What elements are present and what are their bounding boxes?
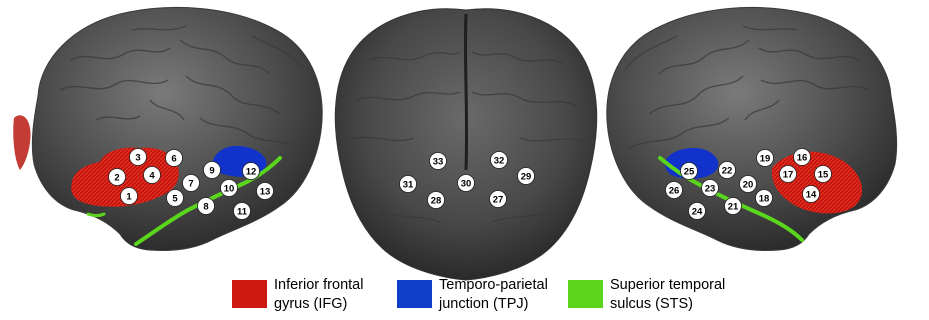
electrode-marker-26: 26 [666, 182, 683, 199]
electrode-marker-16: 16 [794, 149, 811, 166]
frontal-view: 27 28 29 30 31 32 33 [335, 9, 596, 280]
electrode-marker-33: 33 [430, 153, 447, 170]
electrode-label: 13 [260, 186, 271, 197]
electrode-marker-5: 5 [167, 190, 184, 207]
electrode-marker-14: 14 [803, 186, 820, 203]
electrode-marker-1: 1 [121, 188, 138, 205]
electrode-label: 21 [728, 201, 739, 212]
electrode-label: 24 [692, 206, 703, 217]
electrode-marker-11: 11 [234, 203, 251, 220]
electrode-marker-15: 15 [815, 166, 832, 183]
electrode-marker-19: 19 [757, 150, 774, 167]
electrode-label: 10 [224, 183, 235, 194]
electrode-marker-6: 6 [166, 150, 183, 167]
electrode-marker-2: 2 [109, 169, 126, 186]
right-brain-silhouette [607, 7, 897, 250]
electrode-marker-3: 3 [130, 149, 147, 166]
legend-swatch-sts [568, 280, 603, 308]
electrode-marker-17: 17 [780, 166, 797, 183]
electrode-label: 15 [818, 169, 829, 180]
electrode-marker-30: 30 [458, 175, 475, 192]
electrode-marker-13: 13 [257, 183, 274, 200]
electrode-marker-25: 25 [681, 163, 698, 180]
electrode-marker-28: 28 [428, 192, 445, 209]
electrode-label: 20 [743, 179, 754, 190]
electrode-label: 11 [237, 206, 248, 217]
electrode-label: 30 [461, 178, 472, 189]
electrode-marker-8: 8 [198, 198, 215, 215]
electrode-label: 22 [722, 165, 733, 176]
electrode-marker-27: 27 [490, 191, 507, 208]
electrode-label: 7 [188, 178, 193, 189]
legend-sts-line1: Superior temporal [610, 277, 725, 293]
legend-tpj-line2: junction (TPJ) [439, 296, 528, 312]
legend-label-tpj: Temporo-parietal junction (TPJ) [439, 276, 579, 314]
electrode-label: 5 [172, 193, 178, 204]
electrode-label: 29 [521, 171, 532, 182]
legend-tpj-line1: Temporo-parietal [439, 277, 548, 293]
electrode-label: 19 [760, 153, 771, 164]
electrode-label: 1 [126, 191, 132, 202]
electrode-label: 31 [403, 179, 414, 190]
electrode-label: 14 [806, 189, 817, 200]
electrode-label: 33 [433, 156, 444, 167]
electrode-marker-7: 7 [183, 175, 200, 192]
legend-label-sts: Superior temporal sulcus (STS) [610, 276, 750, 314]
electrode-marker-20: 20 [740, 176, 757, 193]
electrode-marker-21: 21 [725, 198, 742, 215]
electrode-marker-32: 32 [491, 152, 508, 169]
electrode-label: 25 [684, 166, 695, 177]
electrode-label: 12 [246, 166, 257, 177]
electrode-marker-9: 9 [204, 162, 221, 179]
electrode-label: 3 [135, 152, 140, 163]
electrode-marker-12: 12 [243, 163, 260, 180]
legend-label-ifg: Inferior frontal gyrus (IFG) [274, 276, 414, 314]
electrode-label: 18 [759, 193, 770, 204]
electrode-label: 9 [209, 165, 214, 176]
electrode-marker-31: 31 [400, 176, 417, 193]
electrode-label: 4 [149, 170, 155, 181]
legend-swatch-ifg [232, 280, 267, 308]
electrode-label: 6 [171, 153, 176, 164]
electrode-label: 28 [431, 195, 442, 206]
electrode-label: 26 [669, 185, 680, 196]
electrode-label: 23 [705, 183, 716, 194]
electrode-label: 2 [114, 172, 119, 183]
electrode-marker-24: 24 [689, 203, 706, 220]
left-sts-tail [88, 214, 104, 216]
frontal-fissure [465, 14, 466, 170]
electrode-label: 32 [494, 155, 505, 166]
electrode-marker-18: 18 [756, 190, 773, 207]
electrode-label: 8 [203, 201, 208, 212]
legend-ifg-line1: Inferior frontal [274, 277, 363, 293]
electrode-label: 17 [783, 169, 794, 180]
electrode-marker-23: 23 [702, 180, 719, 197]
electrode-label: 27 [493, 194, 504, 205]
legend-ifg-line2: gyrus (IFG) [274, 296, 347, 312]
legend-sts-line2: sulcus (STS) [610, 296, 693, 312]
legend-swatch-tpj [397, 280, 432, 308]
electrode-marker-22: 22 [719, 162, 736, 179]
electrode-label: 16 [797, 152, 808, 163]
electrode-marker-4: 4 [144, 167, 161, 184]
left-ifg-edge-sliver [13, 115, 30, 170]
electrode-marker-29: 29 [518, 168, 535, 185]
electrode-marker-10: 10 [221, 180, 238, 197]
